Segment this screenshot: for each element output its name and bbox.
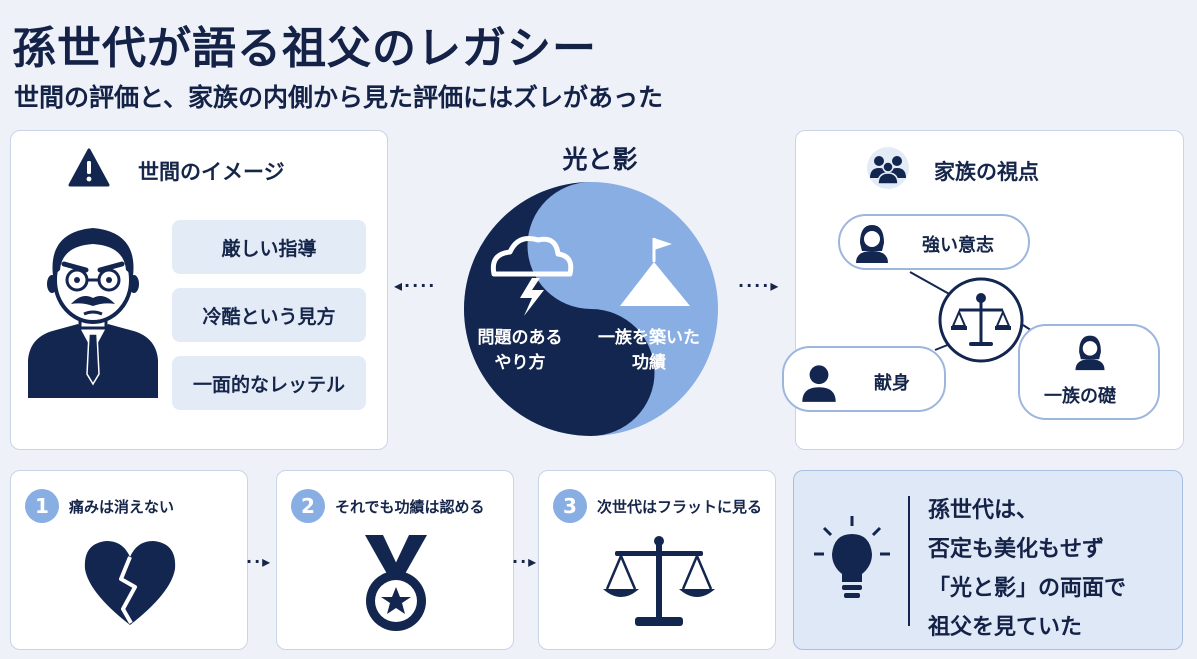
summary-text-line: 否定も美化もせず [928, 537, 1105, 562]
woman-avatar-icon [851, 222, 893, 264]
step-arrow-icon: ··▸ [246, 552, 273, 571]
bubble-text: 強い意志 [922, 235, 994, 256]
step-number: 3 [553, 489, 587, 523]
step-label: それでも功績は認める [335, 498, 485, 516]
dark-side-line: 問題のある [477, 328, 563, 348]
arrow-left-icon: ◂···· [394, 276, 437, 295]
summary-divider [908, 496, 910, 626]
summary-text-line: 孫世代は、 [928, 498, 1039, 523]
broken-heart-icon [84, 541, 176, 625]
step-label: 痛みは消えない [69, 498, 175, 516]
warning-icon [68, 148, 110, 187]
man-avatar-icon [802, 365, 836, 402]
summary-text-line: 「光と影」の両面で [928, 576, 1127, 601]
scales-icon [603, 536, 715, 626]
medal-icon [365, 535, 427, 631]
bubble-text: 一族の礎 [1044, 386, 1116, 407]
speech-bubble-devotion: 献身 [782, 346, 946, 412]
step-number: 1 [25, 489, 59, 523]
step-card-3: 3 次世代はフラットに見る [538, 470, 776, 650]
step-number: 2 [291, 489, 325, 523]
page-title: 孫世代が語る祖父のレガシー [12, 23, 597, 74]
light-side-line: 功績 [632, 353, 666, 373]
family-view-heading: 家族の視点 [934, 160, 1039, 184]
public-image-item: 冷酷という見方 [172, 288, 366, 342]
step-label: 次世代はフラットに見る [597, 498, 763, 516]
balance-scale-icon [938, 277, 1024, 363]
mountain-flag-icon [620, 238, 690, 306]
stern-grandfather-icon [28, 228, 158, 398]
dark-side-label: 問題のある やり方 [470, 326, 570, 376]
step-arrow-icon: ··▸ [512, 552, 539, 571]
light-and-shadow-title: 光と影 [562, 145, 638, 174]
step-card-2: 2 それでも功績は認める [276, 470, 514, 650]
arrow-right-icon: ····▸ [738, 276, 781, 295]
summary-text-line: 祖父を見ていた [928, 615, 1083, 640]
bubble-text: 献身 [874, 373, 910, 394]
yin-yang-graphic [464, 182, 718, 436]
storm-cloud-icon [490, 236, 574, 316]
woman-avatar-icon [1075, 335, 1105, 371]
dark-side-line: やり方 [494, 353, 546, 373]
public-image-heading: 世間のイメージ [138, 160, 285, 184]
family-icon [867, 147, 909, 189]
speech-bubble-foundation: 一族の礎 [1018, 324, 1160, 420]
step-card-1: 1 痛みは消えない [10, 470, 248, 650]
speech-bubble-strong-will: 強い意志 [838, 214, 1030, 270]
page-subtitle: 世間の評価と、家族の内側から見た評価にはズレがあった [14, 83, 664, 112]
light-side-line: 一族を築いた [598, 328, 700, 348]
light-side-label: 一族を築いた 功績 [582, 326, 716, 376]
public-image-item: 一面的なレッテル [172, 356, 366, 410]
public-image-item: 厳しい指導 [172, 220, 366, 274]
lightbulb-icon [814, 516, 890, 598]
